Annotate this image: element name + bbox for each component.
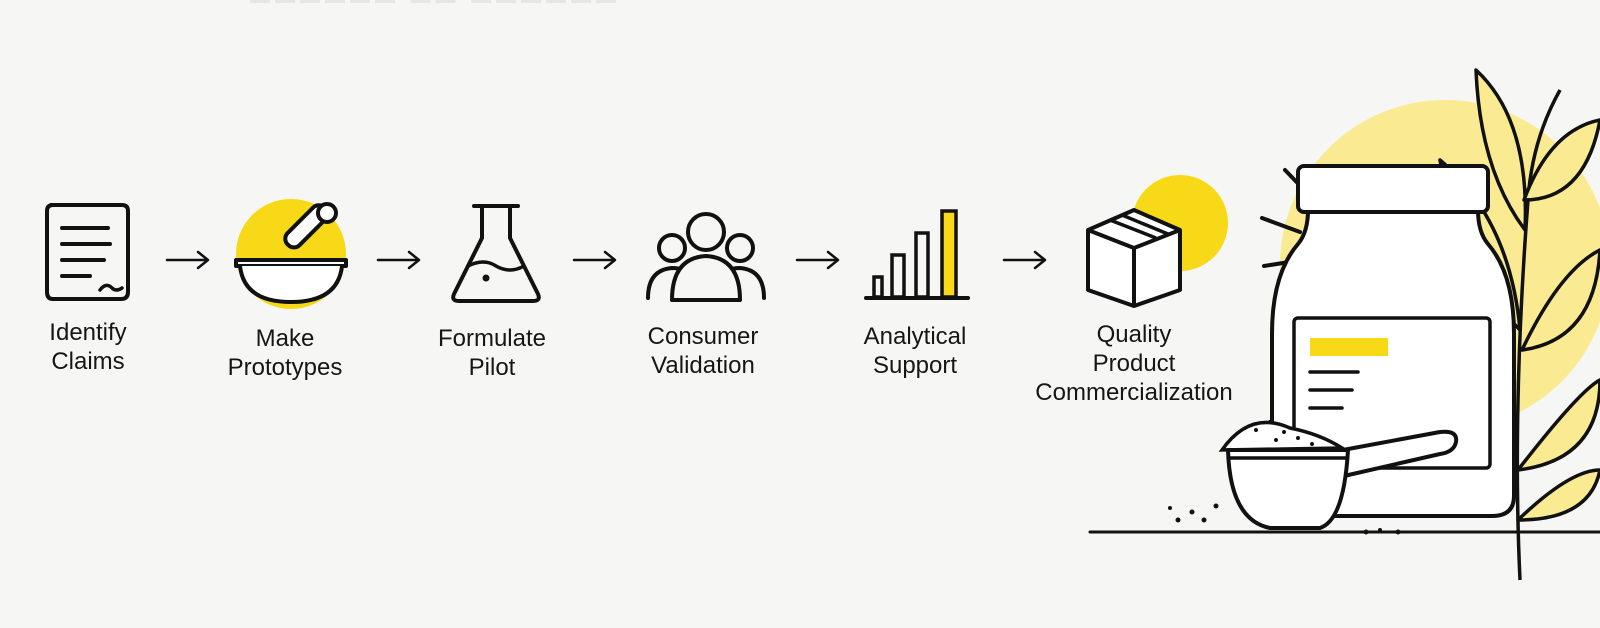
box-icon xyxy=(1086,175,1228,308)
step-label-line: Analytical xyxy=(863,323,967,350)
arrow-right-icon xyxy=(572,250,617,270)
step-label-line: Commercialization xyxy=(1035,379,1233,406)
step-label-line: Product xyxy=(1092,350,1176,377)
arrow-right-icon xyxy=(1002,250,1047,270)
step-label-line: Make xyxy=(255,325,315,352)
step-label-quality-product-commercialization: Quality Product Commercialization xyxy=(1024,320,1244,407)
step-label-line: Prototypes xyxy=(227,354,343,381)
step-label-line: Pilot xyxy=(468,354,516,381)
step-label-formulate-pilot: Formulate Pilot xyxy=(382,324,602,382)
flask-icon xyxy=(451,204,541,303)
step-label-identify-claims: Identify Claims xyxy=(0,318,198,376)
step-label-line: Support xyxy=(872,352,958,379)
document-icon xyxy=(45,203,130,301)
step-label-line: Consumer xyxy=(647,323,759,350)
bar-chart-icon xyxy=(864,209,970,300)
step-label-analytical-support: Analytical Support xyxy=(805,322,1025,380)
step-label-consumer-validation: Consumer Validation xyxy=(593,322,813,380)
step-label-line: Claims xyxy=(51,348,125,375)
arrow-right-icon xyxy=(795,250,840,270)
cropped-heading-remnant: ▬▬▬▬▬▬ ▬▬ ▬▬▬▬▬▬ xyxy=(250,0,730,8)
step-label-line: Identify xyxy=(49,319,127,346)
step-label-line: Validation xyxy=(651,352,755,379)
powder-dots xyxy=(1168,503,1401,535)
step-label-make-prototypes: Make Prototypes xyxy=(175,324,395,382)
step-label-line: Formulate xyxy=(437,325,547,352)
arrow-right-icon xyxy=(165,250,210,270)
scoop-icon xyxy=(1218,420,1459,530)
people-group-icon xyxy=(646,212,766,302)
supplement-jar-with-scoop-and-leaves-illustration xyxy=(1088,68,1600,581)
step-label-line: Quality xyxy=(1096,321,1172,348)
arrow-right-icon xyxy=(376,250,421,270)
mortar-pestle-icon xyxy=(234,199,348,309)
